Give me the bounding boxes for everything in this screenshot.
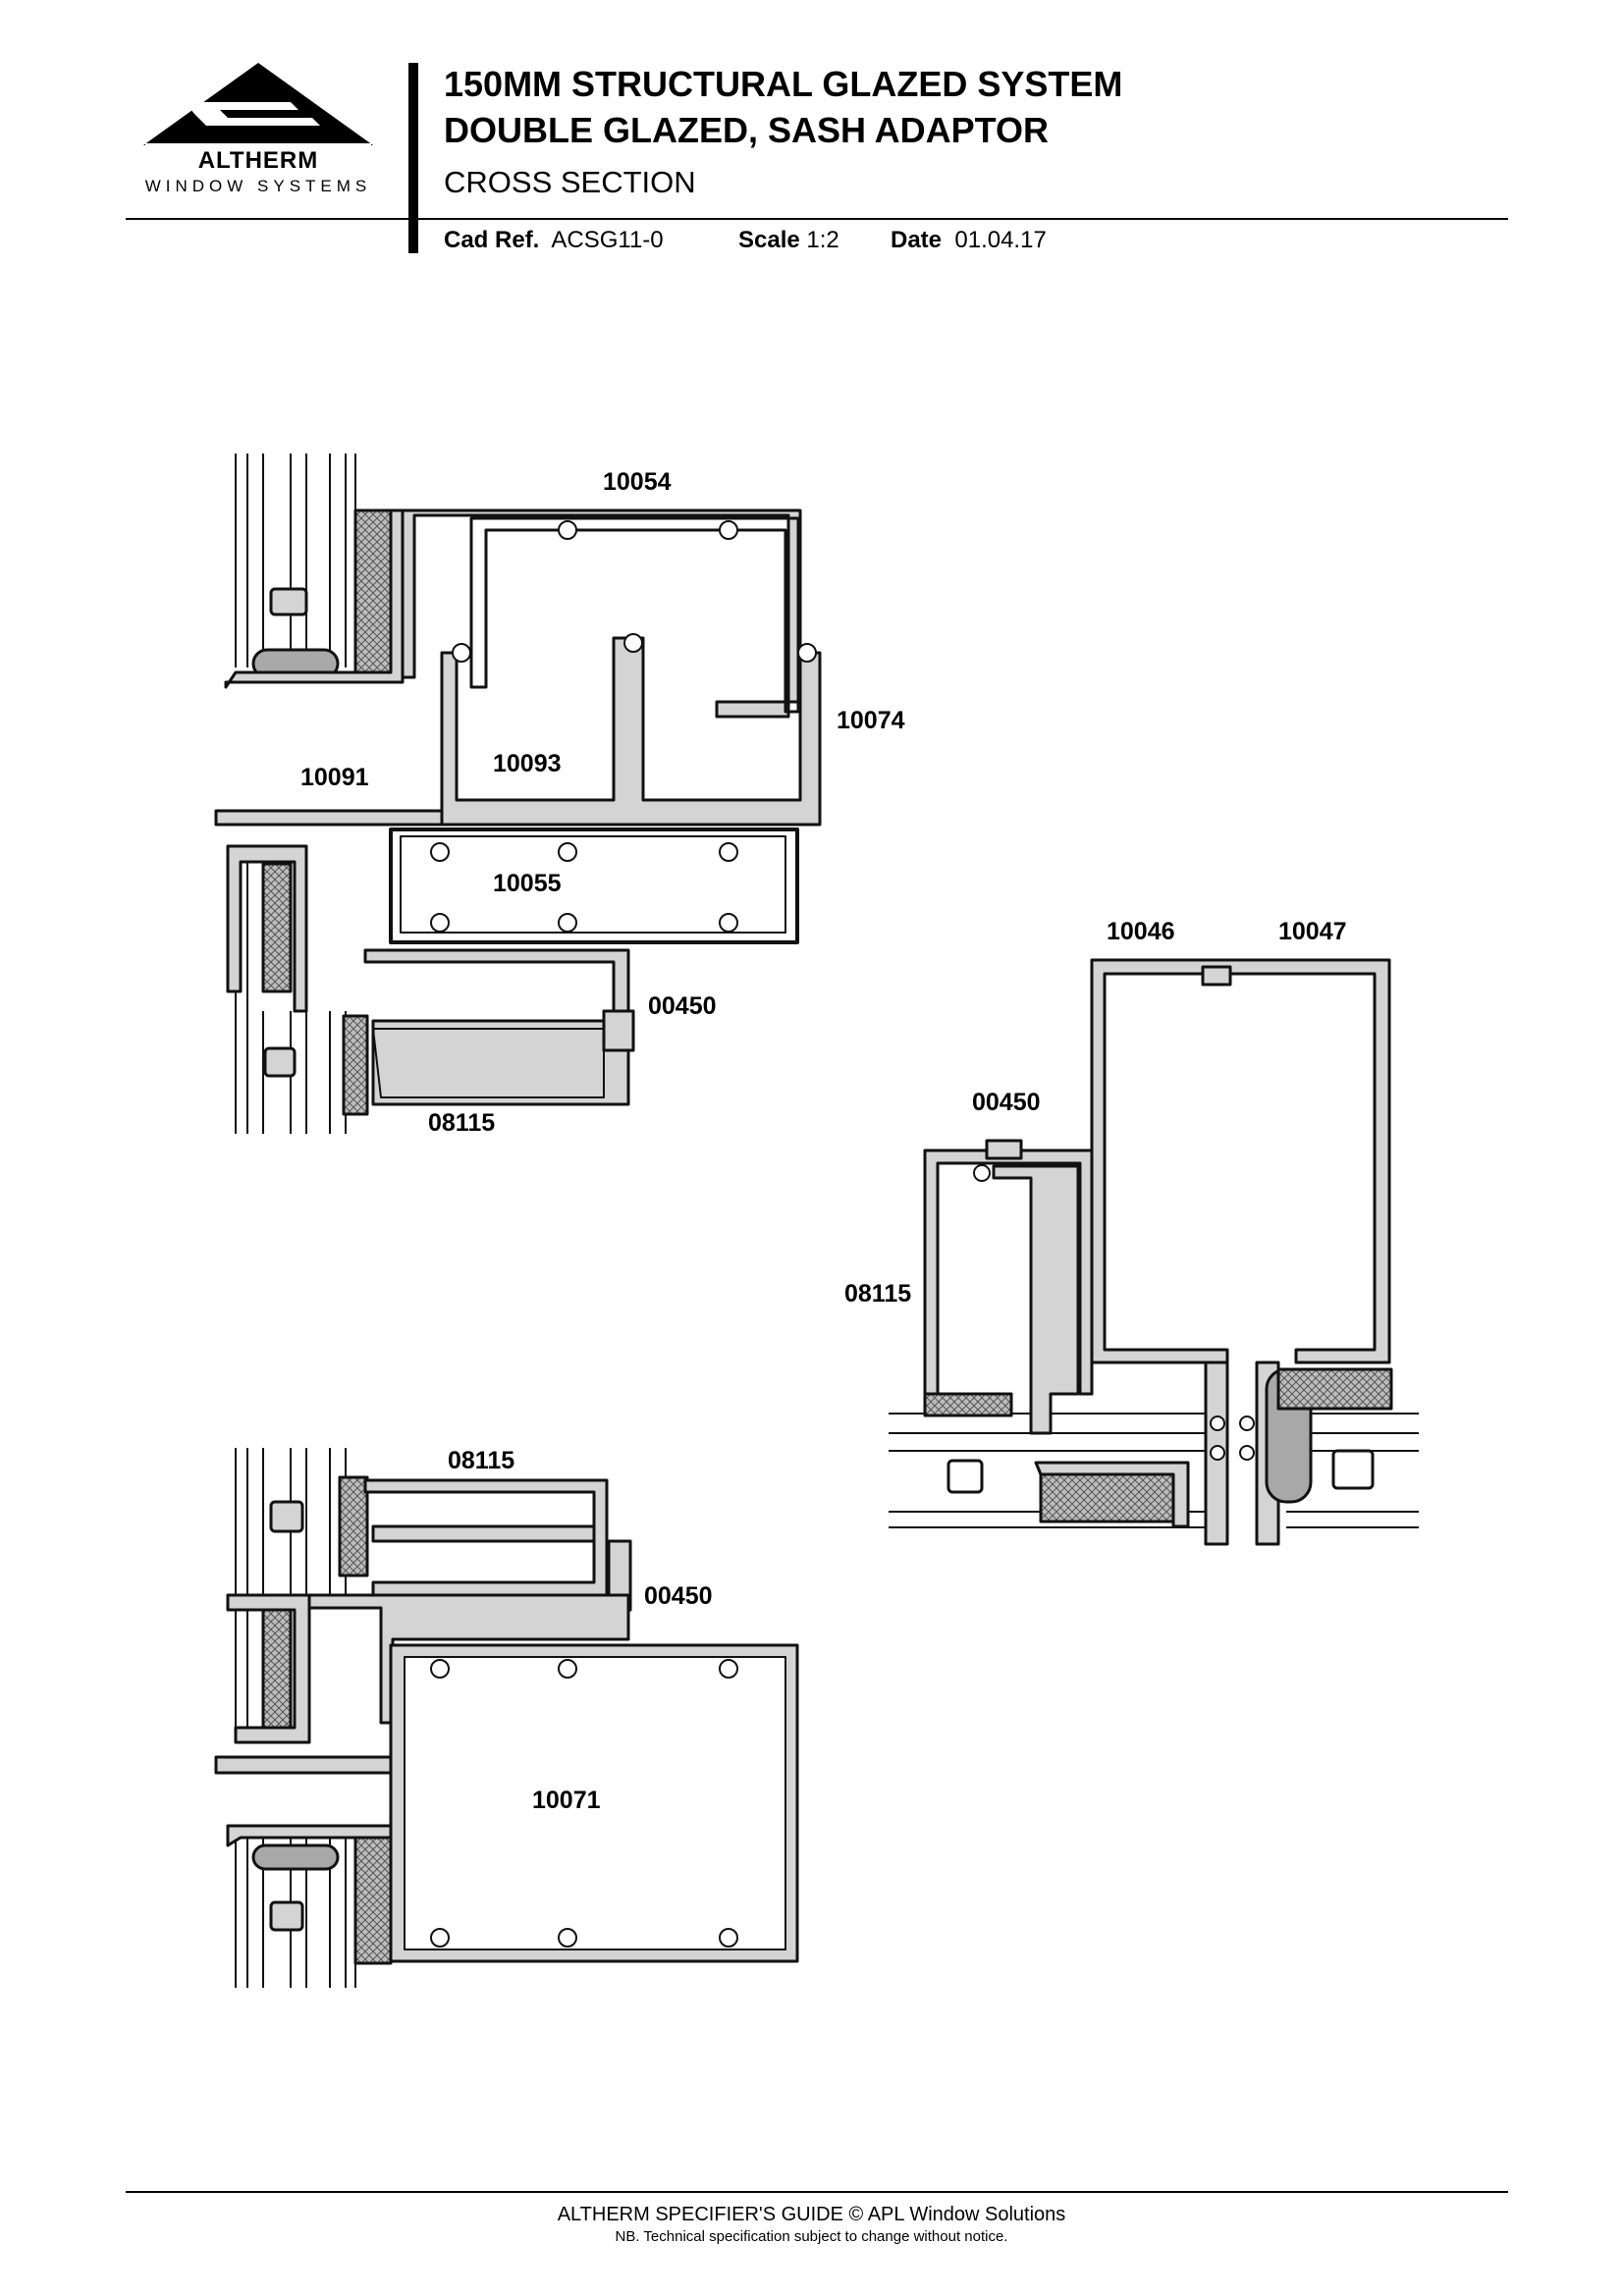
top-lower-sash	[226, 844, 308, 1013]
footer-disclaimer: NB. Technical specification subject to c…	[615, 2228, 1008, 2245]
header-divider-bar	[408, 63, 418, 253]
profile-08115-bottom-web	[371, 1524, 596, 1543]
label-08115-top: 08115	[428, 1109, 496, 1137]
label-10091: 10091	[300, 764, 369, 791]
label-10093: 10093	[493, 750, 562, 777]
footer-rule	[126, 2191, 1508, 2193]
right-seal-bottom	[1039, 1470, 1185, 1523]
profile-10046-10047	[1090, 958, 1391, 1364]
label-10046: 10046	[1107, 918, 1175, 945]
title-line-2: DOUBLE GLAZED, SASH ADAPTOR	[444, 110, 1050, 150]
label-00450-right: 00450	[972, 1089, 1041, 1116]
label-08115-bottom: 08115	[448, 1447, 515, 1474]
top-detail	[214, 454, 822, 1134]
right-seal-left	[923, 1392, 1013, 1417]
altherm-logo: ALTHERM WINDOW SYSTEMS	[126, 59, 391, 201]
profile-10055	[389, 828, 799, 944]
profile-10054	[401, 508, 802, 719]
title-line-1: 150MM STRUCTURAL GLAZED SYSTEM	[444, 64, 1123, 104]
footer-guide-title: ALTHERM SPECIFIER'S GUIDE © APL Window S…	[557, 2204, 1066, 2225]
label-10055: 10055	[493, 870, 562, 897]
label-10054: 10054	[603, 468, 672, 496]
right-detail	[889, 958, 1419, 1546]
date-value: 01.04.17	[954, 227, 1047, 253]
bottom-lower-spacer	[269, 1900, 304, 1932]
label-10047: 10047	[1278, 918, 1347, 945]
right-spacer	[1331, 1449, 1375, 1490]
top-seal-left	[261, 862, 293, 993]
label-10071: 10071	[532, 1787, 601, 1814]
bottom-seal-lower	[353, 1834, 393, 1965]
cad-ref: Cad Ref. ACSG11-0	[444, 227, 664, 254]
profile-08115-top	[372, 1028, 605, 1098]
top-seal-lower	[342, 1014, 369, 1116]
right-seal-top	[1276, 1367, 1393, 1411]
profile-08115-right	[992, 1164, 1080, 1435]
top-clip	[602, 1009, 635, 1052]
label-00450-bottom: 00450	[644, 1582, 713, 1610]
brand-tagline: WINDOW SYSTEMS	[144, 177, 372, 195]
bottom-gasket	[251, 1843, 340, 1871]
profile-10093	[440, 636, 822, 827]
scale-value: 1:2	[806, 227, 839, 253]
label-00450-top: 00450	[648, 992, 717, 1020]
right-adaptor-clip	[985, 1139, 1023, 1160]
top-spacer-bar	[269, 587, 308, 616]
bottom-seal-upper	[338, 1475, 369, 1577]
cad-ref-value: ACSG11-0	[551, 227, 664, 253]
bottom-detail	[214, 1448, 799, 1988]
label-10074: 10074	[837, 707, 905, 734]
brand-name: ALTHERM	[197, 147, 319, 174]
top-glazing-lines	[235, 454, 356, 1134]
date-label: Date	[891, 227, 943, 253]
profile-08115-bottom	[363, 1478, 609, 1597]
altherm-triangle-logo-icon	[143, 63, 373, 147]
label-08115-right: 08115	[844, 1280, 912, 1308]
top-seal-upper	[353, 508, 393, 684]
profile-10091	[214, 809, 444, 827]
bottom-seal-left	[261, 1608, 293, 1739]
scale: Scale 1:2	[738, 227, 839, 254]
profile-00450-top	[363, 948, 630, 1106]
subtitle: CROSS SECTION	[444, 165, 696, 199]
header-rule	[126, 218, 1508, 220]
cad-ref-label: Cad Ref.	[444, 227, 540, 253]
right-lower-spacer	[947, 1459, 984, 1494]
date: Date 01.04.17	[891, 227, 1047, 254]
bottom-left-sash	[226, 1593, 311, 1744]
bottom-upper-spacer	[269, 1500, 304, 1533]
top-lower-spacer	[263, 1046, 297, 1078]
right-top-clip	[1201, 965, 1232, 987]
scale-label: Scale	[738, 227, 800, 253]
profile-10054-box	[469, 516, 800, 714]
bottom-arm	[214, 1755, 395, 1775]
